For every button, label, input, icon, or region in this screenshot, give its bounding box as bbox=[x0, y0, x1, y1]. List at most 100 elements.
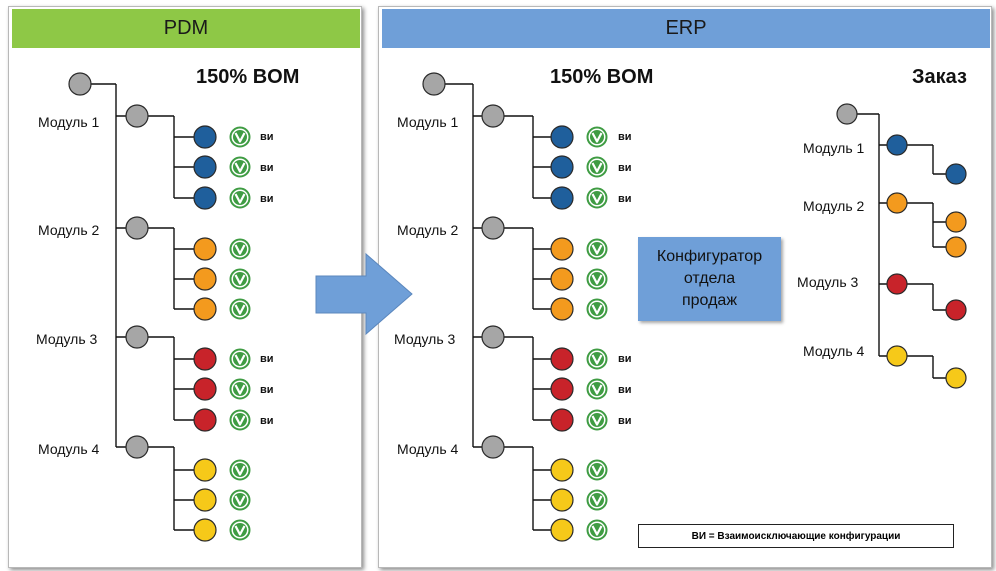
right-arrow-icon bbox=[315, 252, 413, 336]
erp-header-label: ERP bbox=[665, 17, 707, 39]
erp-vi-label: ви bbox=[618, 193, 632, 205]
option-node bbox=[193, 488, 217, 512]
circled-v-icon bbox=[586, 298, 608, 320]
circled-v-icon bbox=[586, 519, 608, 541]
option-node bbox=[193, 186, 217, 210]
circled-v-icon bbox=[586, 126, 608, 148]
circled-v-icon bbox=[229, 348, 251, 370]
module-node bbox=[886, 192, 908, 214]
module-node bbox=[125, 216, 149, 240]
pdm-module-label: Модуль 3 bbox=[36, 331, 98, 347]
option-node bbox=[550, 377, 574, 401]
erp-module-label: Модуль 1 bbox=[397, 114, 459, 130]
erp-order-title: Заказ bbox=[912, 66, 967, 88]
option-node bbox=[550, 125, 574, 149]
option-node bbox=[193, 267, 217, 291]
pdm-bom-title: 150% BOM bbox=[196, 66, 300, 88]
module-node bbox=[481, 435, 505, 459]
module-node bbox=[481, 216, 505, 240]
option-node bbox=[550, 267, 574, 291]
legend-box: ВИ = Взаимоисключающие конфигурации bbox=[638, 524, 954, 548]
circled-v-icon bbox=[229, 459, 251, 481]
option-node bbox=[550, 408, 574, 432]
option-node bbox=[193, 347, 217, 371]
module-node bbox=[125, 435, 149, 459]
configurator-line: отдела bbox=[683, 270, 736, 287]
erp-vi-label: ви bbox=[618, 353, 632, 365]
sales-configurator-box: Конфигуратор отдела продаж bbox=[638, 237, 781, 321]
configurator-line: Конфигуратор bbox=[656, 248, 763, 265]
circled-v-icon bbox=[586, 268, 608, 290]
pdm-vi-label: ви bbox=[260, 415, 274, 427]
option-node bbox=[193, 377, 217, 401]
option-node bbox=[550, 297, 574, 321]
pdm-module-label: Модуль 1 bbox=[38, 114, 100, 130]
option-node bbox=[193, 155, 217, 179]
circled-v-icon bbox=[229, 238, 251, 260]
option-node bbox=[550, 237, 574, 261]
option-node bbox=[945, 163, 967, 185]
order-module-label: Модуль 3 bbox=[797, 274, 859, 290]
order-module-label: Модуль 4 bbox=[803, 343, 865, 359]
order-module-label: Модуль 1 bbox=[803, 140, 865, 156]
option-node bbox=[550, 186, 574, 210]
circled-v-icon bbox=[586, 187, 608, 209]
module-node bbox=[886, 345, 908, 367]
circled-v-icon bbox=[229, 298, 251, 320]
option-node bbox=[193, 518, 217, 542]
module-node bbox=[481, 104, 505, 128]
option-node bbox=[193, 237, 217, 261]
option-node bbox=[550, 518, 574, 542]
root-node bbox=[836, 103, 858, 125]
pdm-vi-label: ви bbox=[260, 131, 274, 143]
configurator-line: продаж bbox=[681, 292, 738, 309]
option-node bbox=[945, 211, 967, 233]
root-node bbox=[68, 72, 92, 96]
option-node bbox=[193, 408, 217, 432]
pdm-panel bbox=[8, 6, 362, 568]
circled-v-icon bbox=[229, 268, 251, 290]
option-node bbox=[945, 236, 967, 258]
pdm-vi-label: ви bbox=[260, 384, 274, 396]
pdm-vi-label: ви bbox=[260, 353, 274, 365]
circled-v-icon bbox=[229, 156, 251, 178]
erp-module-label: Модуль 3 bbox=[394, 331, 456, 347]
circled-v-icon bbox=[229, 187, 251, 209]
module-node bbox=[886, 134, 908, 156]
erp-bom-title: 150% BOM bbox=[550, 66, 654, 88]
pdm-vi-label: ви bbox=[260, 193, 274, 205]
option-node bbox=[945, 299, 967, 321]
root-node bbox=[422, 72, 446, 96]
circled-v-icon bbox=[229, 489, 251, 511]
order-module-label: Модуль 2 bbox=[803, 198, 865, 214]
pdm-module-label: Модуль 2 bbox=[38, 222, 100, 238]
pdm-module-label: Модуль 4 bbox=[38, 441, 100, 457]
module-node bbox=[125, 325, 149, 349]
option-node bbox=[550, 458, 574, 482]
circled-v-icon bbox=[586, 459, 608, 481]
module-node bbox=[481, 325, 505, 349]
option-node bbox=[193, 125, 217, 149]
pdm-header-label: PDM bbox=[163, 17, 209, 39]
erp-vi-label: ви bbox=[618, 384, 632, 396]
erp-vi-label: ви bbox=[618, 131, 632, 143]
erp-vi-label: ви bbox=[618, 415, 632, 427]
option-node bbox=[193, 458, 217, 482]
option-node bbox=[550, 347, 574, 371]
erp-module-label: Модуль 4 bbox=[397, 441, 459, 457]
circled-v-icon bbox=[229, 409, 251, 431]
circled-v-icon bbox=[586, 156, 608, 178]
erp-vi-label: ви bbox=[618, 162, 632, 174]
option-node bbox=[550, 488, 574, 512]
circled-v-icon bbox=[586, 489, 608, 511]
circled-v-icon bbox=[586, 378, 608, 400]
circled-v-icon bbox=[586, 348, 608, 370]
legend-text: ВИ = Взаимоисключающие конфигурации bbox=[691, 530, 901, 542]
circled-v-icon bbox=[229, 126, 251, 148]
option-node bbox=[193, 297, 217, 321]
option-node bbox=[550, 155, 574, 179]
erp-header: ERP bbox=[382, 9, 990, 48]
pdm-header: PDM bbox=[12, 9, 360, 48]
circled-v-icon bbox=[586, 238, 608, 260]
